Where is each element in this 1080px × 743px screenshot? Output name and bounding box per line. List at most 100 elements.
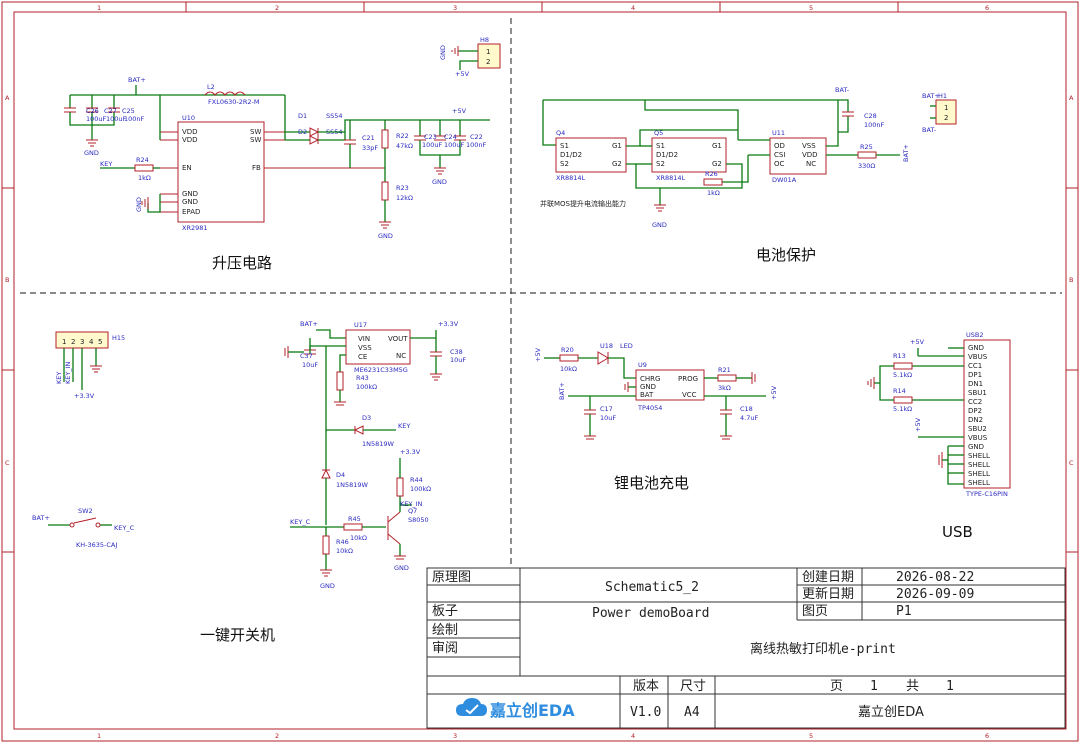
q4-g1: G1: [612, 142, 622, 150]
resistor-r23: [381, 181, 389, 201]
gnd-label-4: GND: [432, 178, 447, 186]
u10-pin-en: EN: [182, 164, 192, 172]
tb-label-board: 板子: [432, 604, 458, 619]
u9-vcc: VCC: [682, 391, 697, 399]
col-6: 6: [985, 4, 989, 12]
usb-net-5v-2: +5V: [914, 417, 922, 432]
section-title-charger: 锂电池充电: [614, 474, 689, 492]
c22-value: 100nF: [466, 141, 487, 149]
u10-pin-vdd2: VDD: [182, 136, 198, 144]
q7-part: S8050: [408, 516, 429, 524]
col-6-bottom: 6: [985, 732, 989, 740]
mos-note: 并联MOS提升电流输出能力: [540, 199, 626, 208]
resistor-r45: [343, 523, 363, 531]
usb2-part: TYPE-C16PIN: [965, 490, 1008, 498]
tb-version-value: V1.0: [630, 705, 661, 720]
col-1: 1: [97, 4, 101, 12]
charger-net-bat: BAT+: [558, 382, 566, 400]
inductor-l2: [204, 91, 246, 96]
ic-u10: [177, 121, 265, 223]
sw2-designator: SW2: [78, 507, 93, 515]
tb-label-schematic: 原理图: [432, 570, 471, 585]
resistor-r13: [893, 362, 913, 370]
d2-designator: D2: [298, 128, 307, 136]
usb2-designator: USB2: [966, 331, 983, 339]
connector-h8: H8 1 2 GND +5V: [439, 36, 501, 78]
h15-pin1: 1: [62, 338, 66, 346]
resistor-r14: [893, 396, 913, 404]
c21-designator: C21: [362, 134, 375, 142]
h8-gnd-label: GND: [439, 45, 447, 60]
r21-value: 3kΩ: [718, 384, 731, 392]
c38-designator: C38: [450, 348, 463, 356]
title-block: 原理图 Schematic5_2 创建日期 2026-08-22 更新日期 20…: [426, 567, 1066, 729]
tb-board-name: Power demoBoard: [592, 606, 709, 621]
tb-page-value: P1: [896, 604, 912, 619]
col-4: 4: [631, 4, 635, 12]
u17-part: ME6231C33M5G: [354, 366, 408, 374]
c17-value: 10uF: [600, 414, 616, 422]
q5-part: XR8814L: [656, 174, 686, 182]
q5-g1: G1: [712, 142, 722, 150]
resistor-r20: [559, 354, 579, 362]
q4-designator: Q4: [556, 129, 565, 137]
c18-designator: C18: [740, 405, 753, 413]
d1-value: SS54: [326, 112, 343, 120]
col-5: 5: [809, 4, 813, 12]
h15-pin2: 2: [71, 338, 75, 346]
tb-project-name: 离线热敏打印机e-print: [750, 641, 896, 657]
u11-part: DW01A: [772, 176, 797, 184]
c37-designator: C37: [300, 352, 313, 360]
c38-value: 10uF: [450, 356, 466, 364]
mosfet-q5: [651, 137, 727, 173]
l2-designator: L2: [207, 83, 215, 91]
diode-d3: [353, 425, 364, 435]
h15-pin3: 3: [80, 338, 84, 346]
mosfet-q4: [555, 137, 627, 173]
ic-u11: [769, 137, 827, 175]
col-2-bottom: 2: [275, 732, 279, 740]
usb2-pin-vbus2: VBUS: [968, 434, 988, 442]
r23-value: 12kΩ: [396, 194, 413, 202]
u10-pin-vdd1: VDD: [182, 128, 198, 136]
c27-label: C27: [104, 107, 117, 115]
tb-label-total: 共: [906, 679, 919, 694]
u11-nc: NC: [806, 160, 816, 168]
tb-created-date: 2026-08-22: [896, 570, 974, 585]
net-bat-minus: BAT-: [835, 86, 850, 94]
usb2-pin-cc2: CC2: [968, 398, 982, 406]
c17-designator: C17: [600, 405, 613, 413]
c37-value: 10uF: [302, 361, 318, 369]
u17-net-bat: BAT+: [300, 320, 318, 328]
r22-designator: R22: [396, 132, 409, 140]
q4-d1d2: D1/D2: [560, 151, 582, 159]
r45-designator: R45: [348, 515, 361, 523]
net-key-boost: KEY: [100, 160, 112, 168]
r24-value: 1kΩ: [138, 174, 151, 182]
tb-updated-date: 2026-09-09: [896, 587, 974, 602]
usb-circuit: USB2 TYPE-C16PIN GND VBUS CC1 DP1 DN1 SB…: [867, 331, 1011, 498]
u11-oc: OC: [774, 160, 785, 168]
r21-designator: R21: [718, 366, 731, 374]
tb-company: 嘉立创EDA: [858, 705, 924, 720]
q7-net-keyin: KEY_IN: [400, 500, 423, 508]
u10-pin-gnd2: GND: [182, 198, 198, 206]
r20-designator: R20: [561, 346, 574, 354]
usb2-pin-dp1: DP1: [968, 371, 982, 379]
col-5-bottom: 5: [809, 732, 813, 740]
u10-pin-sw1: SW: [250, 128, 261, 136]
jlc-eda-logo: 嘉立创EDA: [456, 698, 575, 720]
h15-pin5: 5: [98, 338, 102, 346]
diode-d4: [321, 468, 331, 479]
boost-circuit: BAT+ L2 FXL0630-2R2-M C26 C27 C25 100uF …: [64, 76, 490, 240]
col-4-bottom: 4: [631, 732, 635, 740]
row-b: B: [5, 276, 9, 284]
u9-bat: BAT: [640, 391, 654, 399]
u10-part: XR2981: [182, 224, 208, 232]
row-c: C: [5, 459, 10, 467]
h1-net-bat-minus: BAT-: [922, 126, 937, 134]
tb-label-updated: 更新日期: [802, 586, 854, 602]
c25-value: 100nF: [124, 115, 145, 123]
